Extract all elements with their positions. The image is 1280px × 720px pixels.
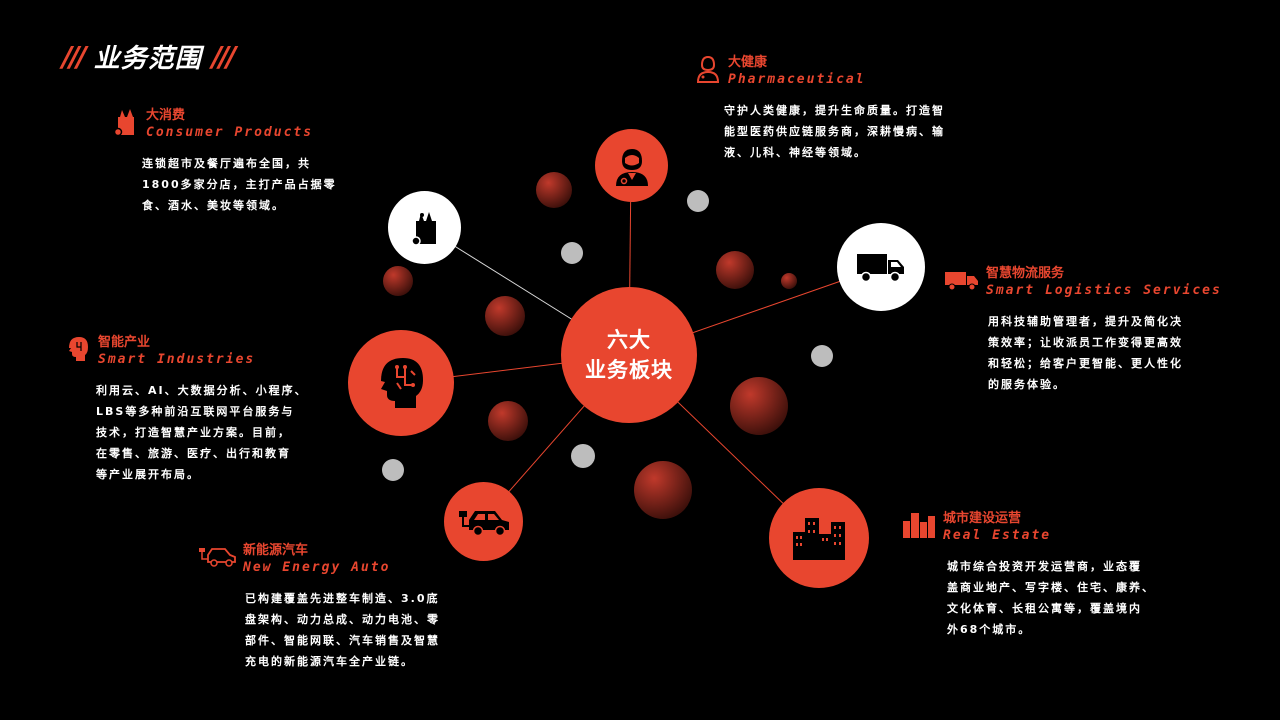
desc-line: 盘架构、动力总成、动力电池、零 [245,613,440,626]
segment-title-cn: 城市建设运营 [943,511,1022,526]
segment-description: 守护人类健康，提升生命质量。打造智 能型医药供应链服务商，深耕慢病、输 液、儿科… [724,100,984,163]
desc-line: 用科技辅助管理者，提升及简化决 [988,315,1183,328]
deco-dot [488,401,528,441]
desc-line: 部件、智能网联、汽车销售及智慧 [245,634,440,647]
desc-line: 和轻松；给客户更智能、更人性化 [988,357,1183,370]
desc-line: 技术，打造智慧产业方案。目前， [96,426,291,439]
desc-line: 外68个城市。 [947,623,1032,636]
segment-title-en: New Energy Auto [243,560,391,575]
deco-dot [730,377,788,435]
segment-title-cn: 新能源汽车 [243,543,309,558]
brain-head-icon [381,358,423,408]
segment-title-cn: 大健康 [728,55,768,70]
segment-title-en: Pharmaceutical [728,72,866,87]
hub-line-1: 六大 [607,328,651,352]
truck-icon [857,254,904,283]
title-slashes-left: /// [62,39,87,73]
gray-dot [571,444,595,468]
deco-dot [485,296,525,336]
segment-industries: 智能产业 Smart Industries 利用云、AI、大数据分析、小程序、 … [64,335,344,485]
segment-title-en: Real Estate [943,528,1052,543]
brain-head-icon [64,335,92,363]
shopping-bag-icon [410,211,436,246]
title-slashes-right: /// [211,39,237,73]
hub-circle: 六大 业务板块 [561,287,697,423]
segment-title-en: Smart Logistics Services [986,283,1222,298]
node-consumer [388,191,461,264]
buildings-icon [901,511,937,539]
desc-line: 已构建覆盖先进整车制造、3.0底 [245,592,440,605]
doctor-icon [694,55,722,83]
segment-realestate: 城市建设运营 Real Estate 城市综合投资开发运营商，业态覆 盖商业地产… [901,511,1191,640]
doctor-icon [615,148,648,186]
desc-line: LBS等多种前沿互联网平台服务与 [96,405,295,418]
segment-title-cn: 智慧物流服务 [986,266,1065,281]
gray-dot [811,345,833,367]
deco-dot [716,251,754,289]
segment-consumer: 大消费 Consumer Products 连锁超市及餐厅遍布全国，共 1800… [112,108,362,216]
hub-line-2: 业务板块 [585,358,673,382]
desc-line: 1800多家分店，主打产品占据零 [142,178,337,191]
desc-line: 盖商业地产、写字楼、住宅、康养、 [947,581,1155,594]
node-industries [348,330,454,436]
desc-line: 能型医药供应链服务商，深耕慢病、输 [724,125,945,138]
segment-description: 用科技辅助管理者，提升及简化决 策效率；让收派员工作变得更高效 和轻松；给客户更… [988,311,1224,395]
segment-title-cn: 大消费 [146,108,186,123]
gray-dot [382,459,404,481]
gray-dot [687,190,709,212]
segment-title-en: Consumer Products [146,125,314,140]
electric-car-icon [197,543,237,571]
segment-auto: 新能源汽车 New Energy Auto 已构建覆盖先进整车制造、3.0底 盘… [197,543,487,672]
segment-description: 已构建覆盖先进整车制造、3.0底 盘架构、动力总成、动力电池、零 部件、智能网联… [245,588,487,672]
desc-line: 文化体育、长租公寓等，覆盖境内 [947,602,1142,615]
deco-dot [536,172,572,208]
desc-line: 策效率；让收派员工作变得更高效 [988,336,1183,349]
gray-dot [561,242,583,264]
desc-line: 食、酒水、美妆等领域。 [142,199,285,212]
page-header: /// 业务范围 /// [62,39,237,74]
shopping-bag-icon [112,108,140,136]
segment-pharma: 大健康 Pharmaceutical 守护人类健康，提升生命质量。打造智 能型医… [694,55,984,163]
electric-car-icon [458,510,509,536]
truck-icon [944,266,980,294]
segment-title-cn: 智能产业 [98,335,151,350]
desc-line: 等产业展开布局。 [96,468,200,481]
page-title: 业务范围 [93,43,202,74]
segment-description: 城市综合投资开发运营商，业态覆 盖商业地产、写字楼、住宅、康养、 文化体育、长租… [947,556,1191,640]
desc-line: 充电的新能源汽车全产业链。 [245,655,414,668]
desc-line: 液、儿科、神经等领域。 [724,146,867,159]
node-pharma [595,129,668,202]
segment-title-en: Smart Industries [98,352,256,367]
desc-line: 在零售、旅游、医疗、出行和教育 [96,447,291,460]
node-realestate [769,488,869,588]
segment-description: 利用云、AI、大数据分析、小程序、 LBS等多种前沿互联网平台服务与 技术，打造… [96,380,344,485]
deco-dot [383,266,413,296]
desc-line: 的服务体验。 [988,378,1066,391]
buildings-icon [793,518,845,560]
node-logistics [837,223,925,311]
segment-logistics: 智慧物流服务 Smart Logistics Services 用科技辅助管理者… [944,266,1224,395]
decorative-dots [382,172,833,519]
desc-line: 守护人类健康，提升生命质量。打造智 [724,104,945,117]
desc-line: 城市综合投资开发运营商，业态覆 [947,560,1142,573]
deco-dot [634,461,692,519]
desc-line: 利用云、AI、大数据分析、小程序、 [96,384,308,397]
desc-line: 连锁超市及餐厅遍布全国，共 [142,157,311,170]
node-auto [444,482,523,561]
deco-dot [781,273,797,289]
segment-description: 连锁超市及餐厅遍布全国，共 1800多家分店，主打产品占据零 食、酒水、美妆等领… [142,153,362,216]
